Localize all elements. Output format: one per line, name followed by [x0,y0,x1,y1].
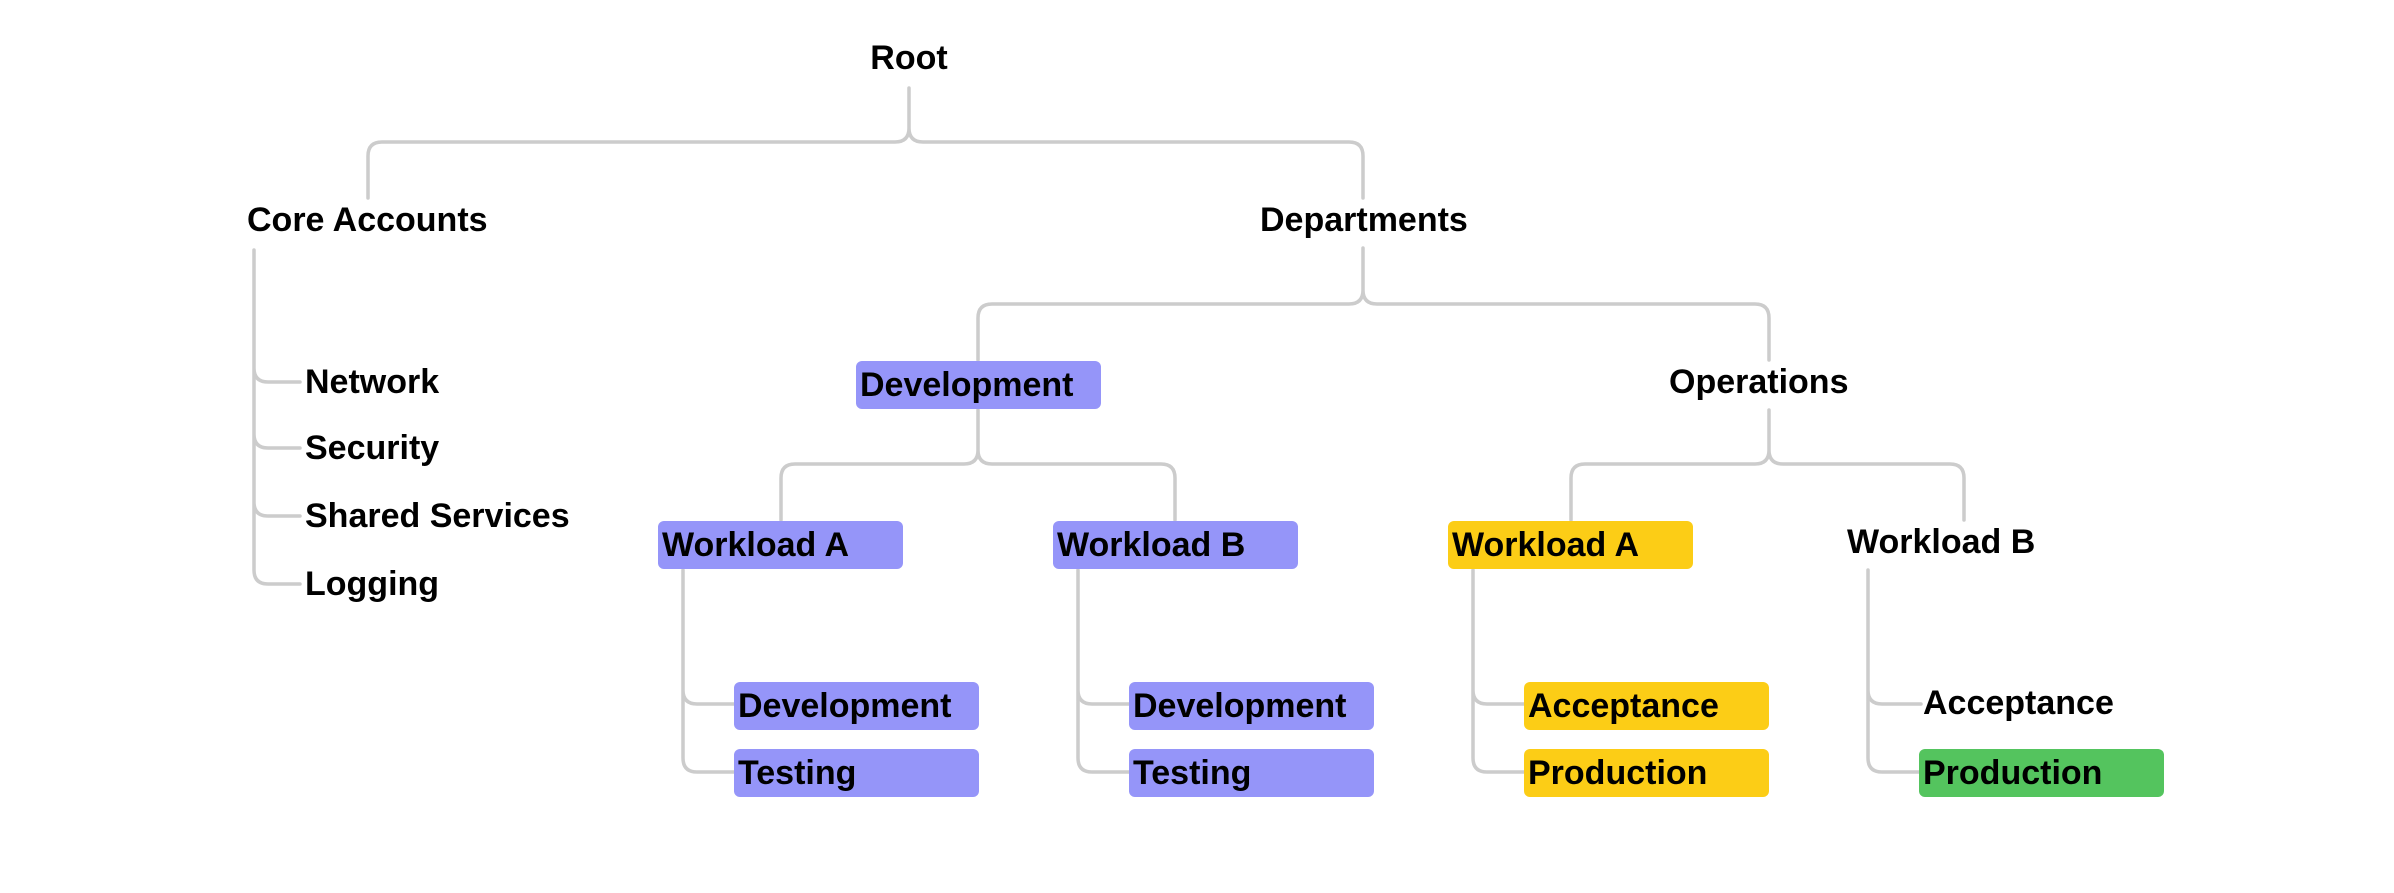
node-dev-wb-development: Development [1129,682,1374,730]
node-development: Development [856,361,1101,409]
connector-root-children [366,86,1365,200]
node-dev-workload-b: Workload B [1053,521,1298,569]
node-core-accounts: Core Accounts [247,201,488,239]
node-ops-wb-acceptance: Acceptance [1923,684,2114,722]
connector-dev-workload-b-list [1076,568,1133,774]
node-network: Network [305,363,440,401]
node-logging: Logging [305,565,440,603]
node-dev-wa-testing: Testing [734,749,979,797]
node-ops-wa-acceptance: Acceptance [1524,682,1769,730]
node-operations: Operations [1669,363,1849,401]
node-ops-wb-production: Production [1919,749,2164,797]
node-departments: Departments [1260,201,1468,239]
node-ops-workload-b: Workload B [1847,523,2036,561]
connector-departments-children [976,246,1771,362]
node-dev-wb-testing: Testing [1129,749,1374,797]
node-ops-workload-a: Workload A [1448,521,1693,569]
node-root: Root [870,39,948,77]
node-dev-workload-a: Workload A [658,521,903,569]
connector-operations-children [1569,408,1966,522]
connector-development-children [779,408,1177,522]
connector-dev-workload-a-list [681,568,738,774]
connector-ops-workload-b-list [1866,568,1923,774]
node-dev-wa-development: Development [734,682,979,730]
node-shared-services: Shared Services [305,497,570,535]
node-security: Security [305,429,440,467]
connector-ops-workload-a-list [1471,568,1528,774]
connector-core-accounts-list [252,248,302,586]
node-ops-wa-production: Production [1524,749,1769,797]
